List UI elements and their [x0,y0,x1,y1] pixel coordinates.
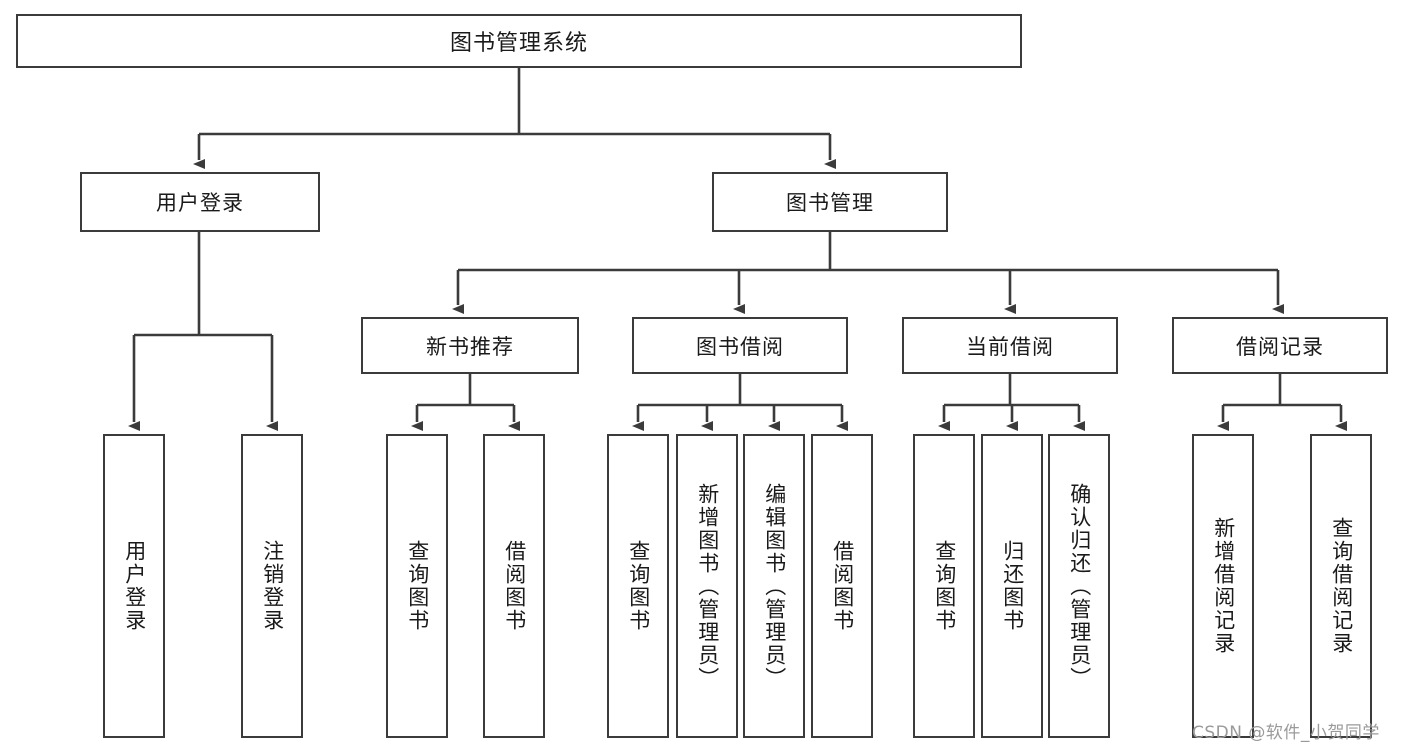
node-book-manage[interactable]: 图书管理 [712,172,948,232]
node-user-login[interactable]: 用户登录 [80,172,320,232]
leaf-label: 借阅图书 [502,540,527,632]
leaf-label: 用户登录 [122,540,147,632]
leaf-query-book-2[interactable]: 查询图书 [607,434,669,738]
leaf-label: 注销登录 [260,540,285,632]
leaf-label: 查询借阅记录 [1329,517,1354,655]
leaf-label: 新增借阅记录 [1211,517,1236,655]
leaf-borrow-book-1[interactable]: 借阅图书 [483,434,545,738]
leaf-add-record[interactable]: 新增借阅记录 [1192,434,1254,738]
leaf-label: 确认归还（管理员） [1067,482,1092,690]
leaf-label: 新增图书（管理员） [695,482,720,690]
leaf-label: 查询图书 [405,540,430,632]
node-book-borrow[interactable]: 图书借阅 [632,317,848,374]
leaf-query-record[interactable]: 查询借阅记录 [1310,434,1372,738]
leaf-confirm-return[interactable]: 确认归还（管理员） [1048,434,1110,738]
leaf-query-book-3[interactable]: 查询图书 [913,434,975,738]
leaf-logout[interactable]: 注销登录 [241,434,303,738]
node-new-book-rec[interactable]: 新书推荐 [361,317,579,374]
node-current-borrow[interactable]: 当前借阅 [902,317,1118,374]
csdn-watermark: CSDN @软件_小贺同学 [1192,723,1380,743]
node-root[interactable]: 图书管理系统 [16,14,1022,68]
leaf-label: 查询图书 [932,540,957,632]
leaf-add-book[interactable]: 新增图书（管理员） [676,434,738,738]
leaf-query-book-1[interactable]: 查询图书 [386,434,448,738]
leaf-label: 查询图书 [626,540,651,632]
leaf-edit-book[interactable]: 编辑图书（管理员） [743,434,805,738]
leaf-label: 编辑图书（管理员） [762,482,787,690]
node-borrow-record[interactable]: 借阅记录 [1172,317,1388,374]
leaf-borrow-book-2[interactable]: 借阅图书 [811,434,873,738]
leaf-label: 借阅图书 [830,540,855,632]
leaf-user-login[interactable]: 用户登录 [103,434,165,738]
leaf-label: 归还图书 [1000,540,1025,632]
leaf-return-book[interactable]: 归还图书 [981,434,1043,738]
